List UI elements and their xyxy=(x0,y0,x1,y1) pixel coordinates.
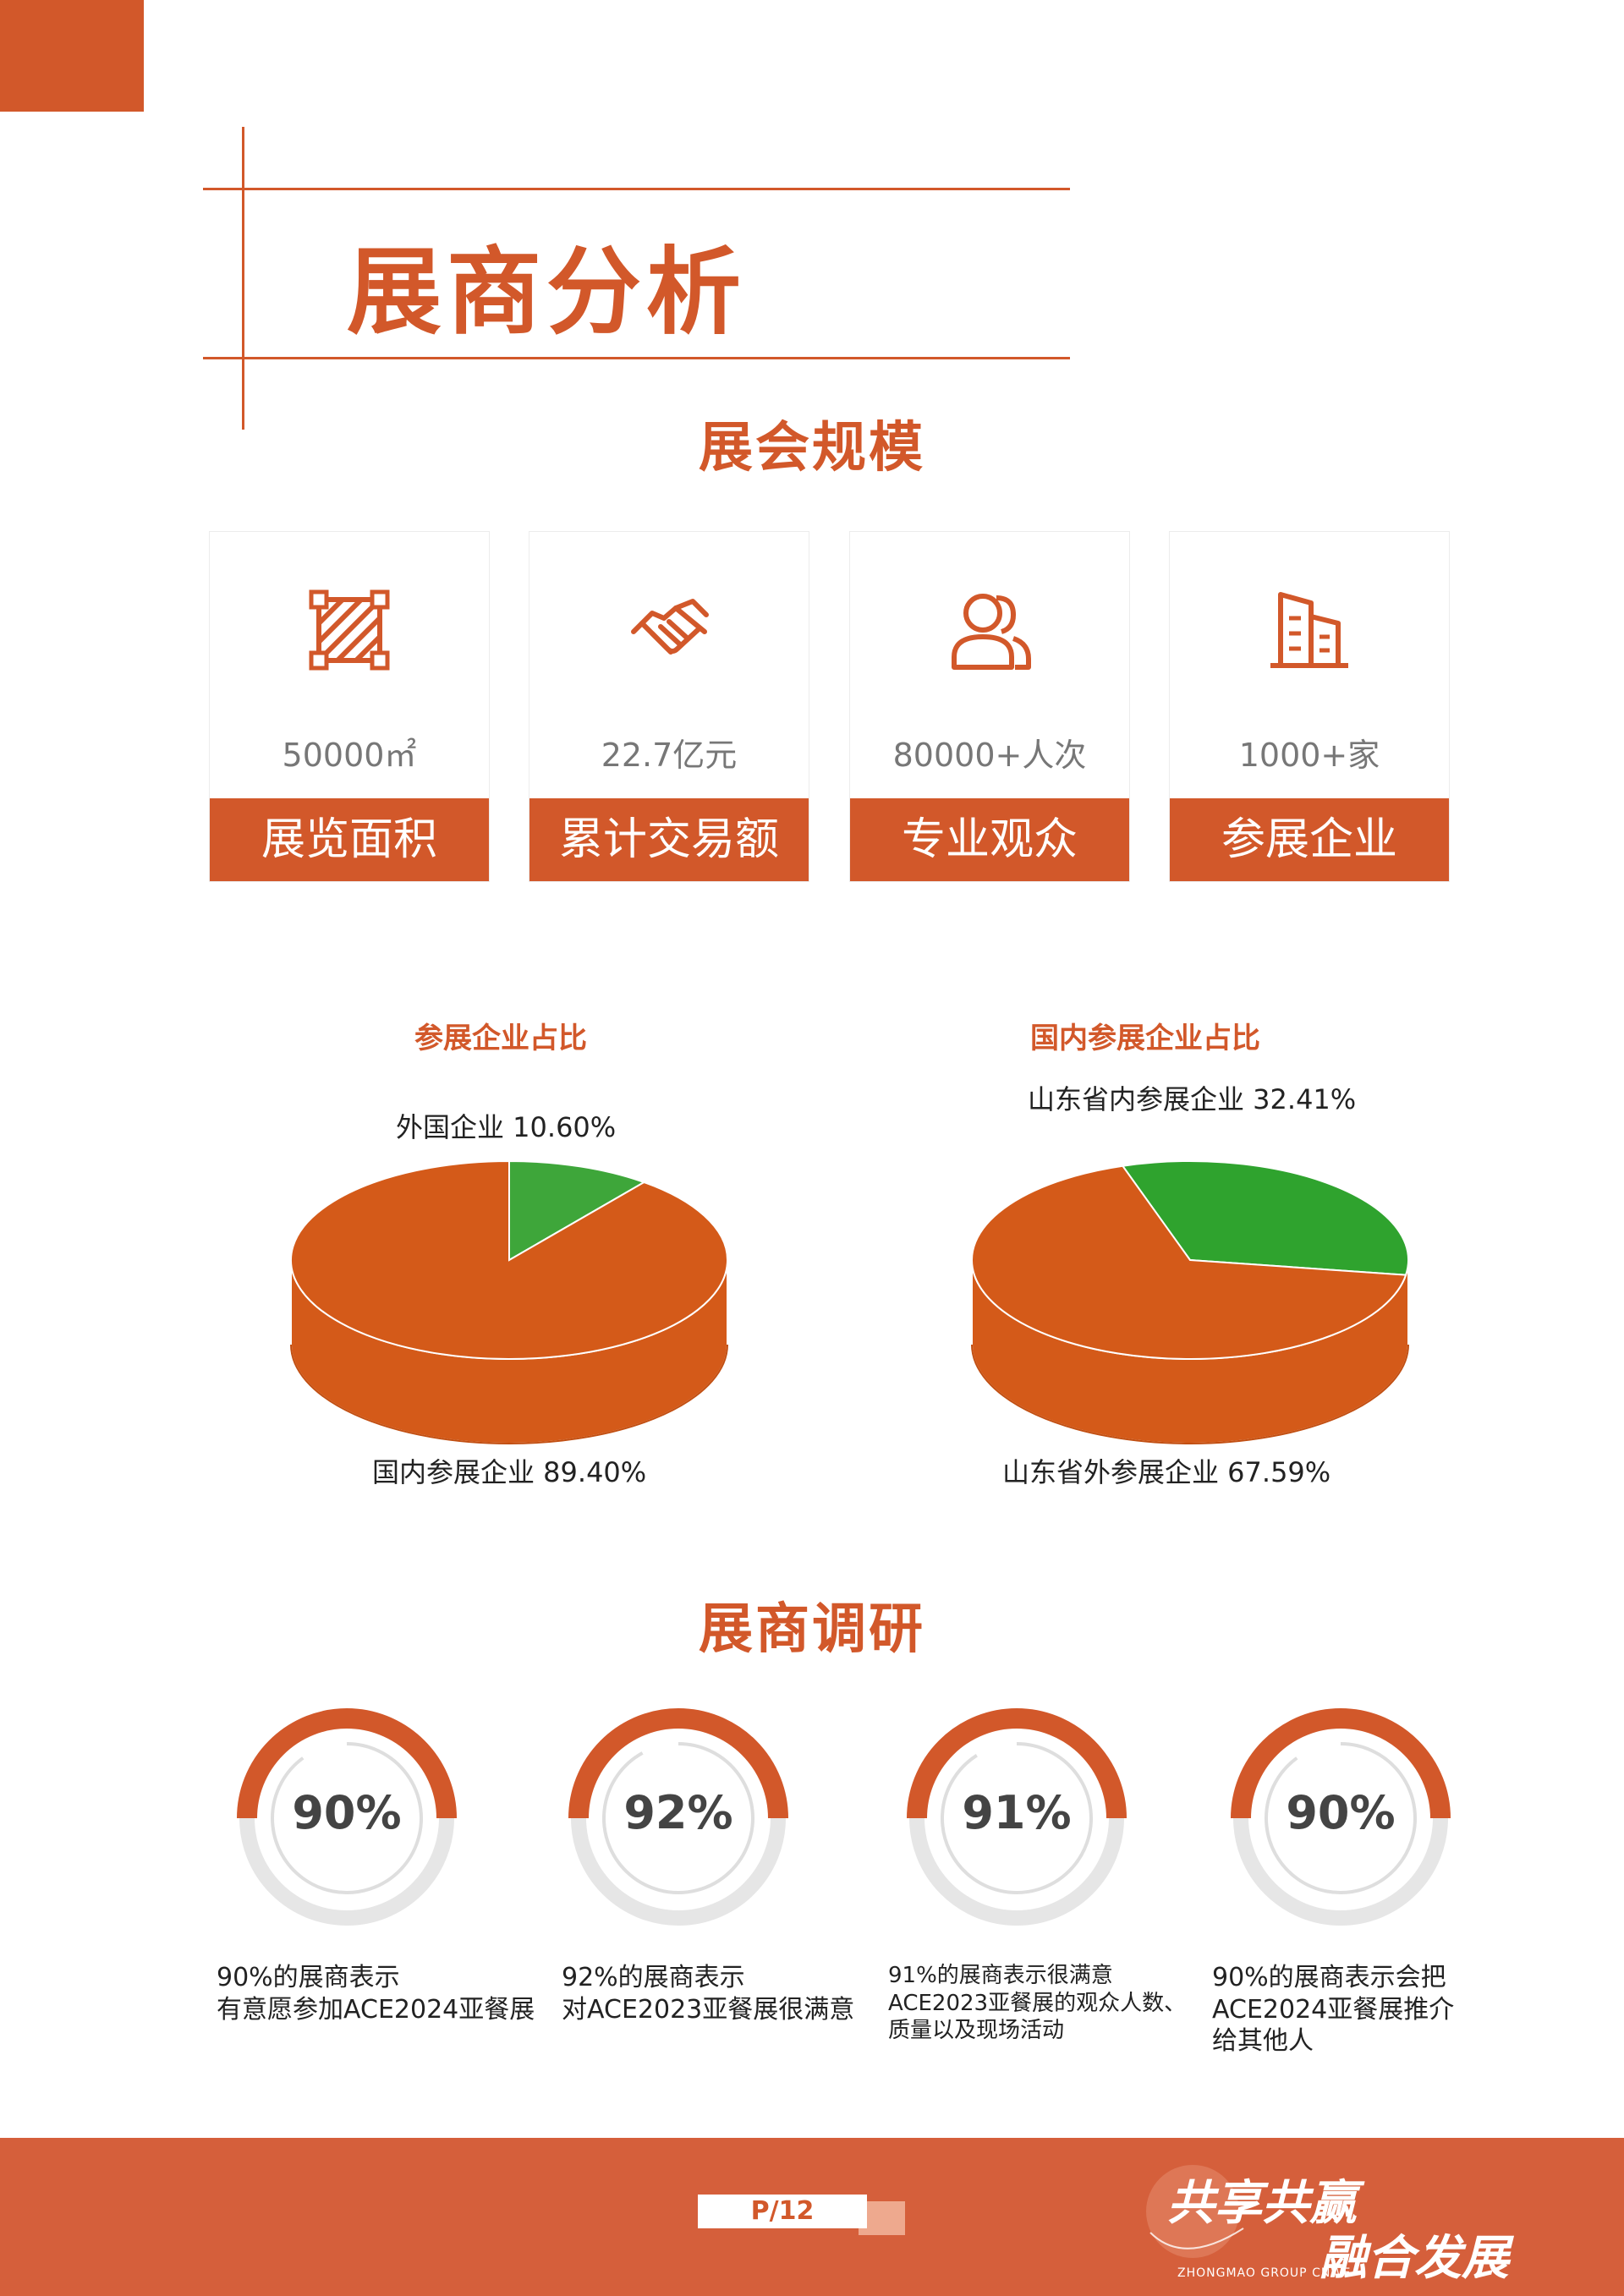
pie-chart-left xyxy=(290,1159,728,1444)
scale-section-title: 展会规模 xyxy=(699,417,925,479)
stat-card-visitors: 80000+人次 专业观众 xyxy=(849,531,1130,882)
pie-chart-right xyxy=(971,1160,1409,1444)
title-frame-vertical-line xyxy=(242,127,244,430)
slogan-small-text: ZHONGMAO GROUP CNWF xyxy=(1177,2266,1352,2280)
caption-line: 90%的展商表示会把 xyxy=(1212,1963,1446,1992)
corner-decoration xyxy=(0,0,144,112)
caption-line: ACE2024亚餐展推介 xyxy=(1212,1994,1455,2025)
stat-value: 80000+人次 xyxy=(892,737,1087,774)
survey-item: 91% xyxy=(907,1708,1127,1937)
caption-line: 质量以及现场活动 xyxy=(888,2018,1065,2043)
pie-left-bottom-label: 国内参展企业 89.40% xyxy=(372,1456,647,1488)
caption-line: 91%的展商表示很满意 xyxy=(888,1963,1113,1988)
people-icon xyxy=(952,594,1031,670)
survey-section-title: 展商调研 xyxy=(699,1598,925,1661)
page-number: P/12 xyxy=(698,2195,867,2228)
caption-line: 90%的展商表示 xyxy=(217,1963,400,1992)
ring-percent: 91% xyxy=(962,1786,1072,1839)
caption-line: 有意愿参加ACE2024亚餐展 xyxy=(217,1994,535,2025)
slogan-swirl-decoration xyxy=(1146,2165,1244,2258)
ring-progress-arc xyxy=(1231,1708,1451,1819)
pie-slice-山东省内参展企业 xyxy=(1121,1160,1409,1276)
ring-progress-arc xyxy=(568,1708,788,1819)
ring-percent: 90% xyxy=(292,1786,402,1839)
survey-caption: 90%的展商表示 有意愿参加ACE2024亚餐展 xyxy=(217,1962,535,2025)
pie-right-bottom-label: 山东省外参展企业 67.59% xyxy=(1002,1456,1331,1488)
ring-progress-arc xyxy=(907,1708,1127,1819)
title-frame-bottom-line xyxy=(203,357,1070,359)
stat-card-trade: 22.7亿元 累计交易额 xyxy=(529,531,809,882)
ring-inner-arc xyxy=(941,1742,1093,1894)
title-frame-top-line xyxy=(203,188,1070,190)
survey-caption: 90%的展商表示会把 ACE2024亚餐展推介 给其他人 xyxy=(1212,1962,1454,2058)
pie-right-top-label: 山东省内参展企业 32.41% xyxy=(1028,1083,1357,1115)
survey-item: 92% xyxy=(568,1708,788,1937)
pie-slice-山东省外参展企业 xyxy=(971,1164,1407,1360)
stat-label: 参展企业 xyxy=(1170,798,1449,881)
progress-ring xyxy=(1231,1708,1451,1926)
handshake-icon xyxy=(631,599,709,655)
stat-value: 50000㎡ xyxy=(282,737,417,774)
ring-inner-arc xyxy=(602,1742,754,1894)
caption-line: ACE2023亚餐展的观众人数、 xyxy=(888,1990,1187,2016)
stat-value: 22.7亿元 xyxy=(601,737,738,774)
caption-line: 92%的展商表示 xyxy=(562,1963,745,1992)
stat-label: 累计交易额 xyxy=(529,798,809,881)
pie-side-edge xyxy=(290,1344,728,1444)
ring-inner-arc xyxy=(271,1742,423,1894)
stat-label: 专业观众 xyxy=(850,798,1129,881)
pie-slice-外国企业 xyxy=(508,1159,646,1262)
caption-line: 给其他人 xyxy=(1212,2026,1314,2056)
pie-right-title: 国内参展企业占比 xyxy=(1030,1022,1260,1055)
stat-value: 1000+家 xyxy=(1238,737,1380,774)
survey-item: 90% xyxy=(237,1708,457,1937)
stat-card-exhibitors: 1000+家 参展企业 xyxy=(1169,531,1450,882)
ring-percent: 90% xyxy=(1286,1786,1396,1839)
stat-label: 展览面积 xyxy=(210,798,489,881)
building-icon xyxy=(1270,592,1348,668)
survey-caption: 92%的展商表示 对ACE2023亚餐展很满意 xyxy=(562,1962,854,2025)
pie-side-edge xyxy=(971,1344,1409,1444)
area-icon xyxy=(309,589,390,671)
ring-inner-arc xyxy=(1265,1742,1417,1894)
survey-caption: 91%的展商表示很满意 ACE2023亚餐展的观众人数、 质量以及现场活动 xyxy=(888,1962,1186,2045)
slogan-line-1: 共享共赢 xyxy=(1167,2176,1357,2231)
ring-percent: 92% xyxy=(623,1786,733,1839)
progress-ring xyxy=(568,1708,788,1926)
ring-progress-arc xyxy=(237,1708,457,1819)
stat-card-area: 50000㎡ 展览面积 xyxy=(209,531,490,882)
page-title: 展商分析 xyxy=(347,238,746,348)
caption-line: 对ACE2023亚餐展很满意 xyxy=(562,1994,855,2025)
progress-ring xyxy=(907,1708,1127,1926)
pie-left-top-label: 外国企业 10.60% xyxy=(396,1111,617,1143)
pie-left-title: 参展企业占比 xyxy=(414,1022,587,1055)
slogan-line-2: 融合发展 xyxy=(1320,2231,1509,2286)
pie-slice-国内参展企业 xyxy=(290,1159,728,1360)
progress-ring xyxy=(237,1708,457,1926)
survey-item: 90% xyxy=(1231,1708,1451,1937)
